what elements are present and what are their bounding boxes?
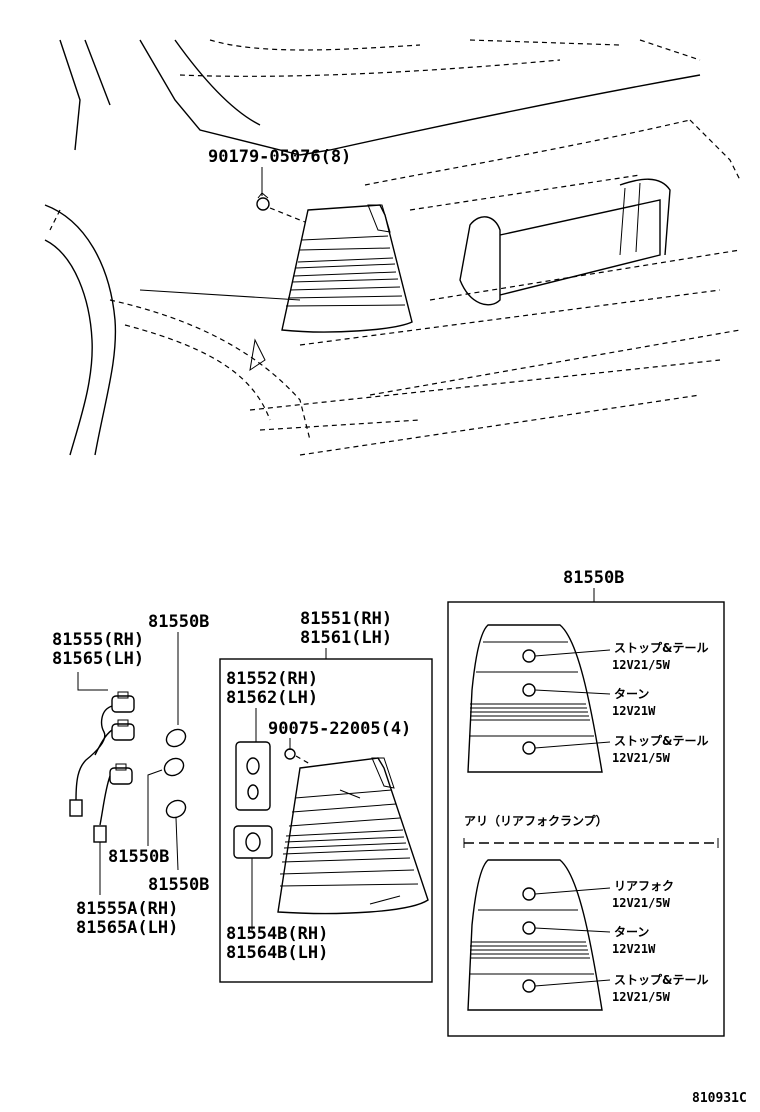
lens-rh-label: 81551(RH) bbox=[300, 609, 392, 629]
bulb-bot-label: 81550B bbox=[148, 875, 209, 895]
bulb-spec-box bbox=[447, 601, 725, 1037]
leader-l1 bbox=[534, 887, 611, 895]
nut-leader-top bbox=[269, 207, 306, 223]
wire-rh-label: 81555A(RH) bbox=[76, 899, 178, 919]
nut-lens-icon bbox=[284, 748, 296, 760]
bulb-lower-icon bbox=[165, 799, 187, 819]
nut-top-label: 90179-05076(8) bbox=[208, 147, 351, 167]
connector-wire-icon bbox=[93, 825, 107, 843]
lens-icon bbox=[277, 757, 429, 915]
socket-wire-harness bbox=[69, 672, 135, 895]
leader-l3 bbox=[534, 979, 611, 987]
bulb-upper-icon bbox=[165, 728, 187, 748]
tail-lamp-on-car bbox=[281, 204, 413, 333]
socket-upper-icon bbox=[111, 691, 135, 713]
bulb-position-stop-tail-bottom-icon bbox=[522, 979, 536, 993]
bulb-position-turn-lower-icon bbox=[522, 921, 536, 935]
spec-lower-name-2: ターン bbox=[614, 925, 649, 939]
bulb-bot-leader bbox=[175, 817, 179, 871]
spec-lower-caption: アリ（リアフォクランプ） bbox=[464, 813, 608, 828]
leader-u1 bbox=[534, 649, 611, 657]
spec-upper-name-2: ターン bbox=[614, 687, 649, 701]
pad-lh-label: 81564B(LH) bbox=[226, 943, 328, 963]
spec-upper-value-3: 12V21/5W bbox=[612, 751, 671, 765]
bulb-position-turn-upper-icon bbox=[522, 683, 536, 697]
spec-lower-value-3: 12V21/5W bbox=[612, 990, 671, 1004]
socket-lower-icon bbox=[109, 763, 133, 785]
bulb-position-rear-fog-icon bbox=[522, 887, 536, 901]
spec-lower-value-2: 12V21W bbox=[612, 942, 656, 956]
spec-lower-name-1: リアフォク bbox=[614, 879, 674, 893]
nut-lens-dash bbox=[295, 755, 311, 765]
car-body-illustration bbox=[44, 39, 741, 456]
socket-middle-icon bbox=[111, 719, 135, 741]
spec-upper-name-3: ストップ&テール bbox=[614, 733, 708, 748]
spec-lower-name-3: ストップ&テール bbox=[614, 972, 708, 987]
spec-upper-name-1: ストップ&テール bbox=[614, 640, 708, 655]
bulb-mid-label: 81550B bbox=[108, 847, 169, 867]
bulb-position-stop-tail-upper-icon bbox=[522, 649, 536, 663]
socket-rh-label: 81555(RH) bbox=[52, 630, 144, 650]
leader-l2 bbox=[534, 927, 611, 933]
pad-rh-label: 81554B(RH) bbox=[226, 924, 328, 944]
spec-upper-value-1: 12V21/5W bbox=[612, 658, 671, 672]
assy-header-label: 81550B bbox=[563, 568, 624, 588]
pad-icon bbox=[233, 825, 273, 859]
bulb-position-stop-tail-lower-icon bbox=[522, 741, 536, 755]
bulb-mid-leader bbox=[147, 769, 163, 846]
gasket-rh-label: 81552(RH) bbox=[226, 669, 318, 689]
gasket-lh-label: 81562(LH) bbox=[226, 688, 318, 708]
lens-lh-label: 81561(LH) bbox=[300, 628, 392, 648]
bulb-top-label: 81550B bbox=[148, 612, 209, 632]
wire-lh-label: 81565A(LH) bbox=[76, 918, 178, 938]
gasket-icon bbox=[235, 741, 271, 811]
connector-icon bbox=[69, 799, 83, 817]
spec-lamp-lower bbox=[467, 859, 603, 1011]
nut-icon-top bbox=[256, 192, 270, 211]
lens-assembly-box bbox=[219, 658, 433, 983]
diagram-reference-number: 810931C bbox=[692, 1091, 747, 1106]
spec-upper-value-2: 12V21W bbox=[612, 704, 656, 718]
socket-lh-label: 81565(LH) bbox=[52, 649, 144, 669]
leader-u3 bbox=[534, 741, 611, 749]
leader-u2 bbox=[534, 689, 611, 695]
nut-lens-label: 90075-22005(4) bbox=[268, 719, 411, 739]
bulb-middle-icon bbox=[163, 757, 185, 777]
spec-lamp-upper bbox=[467, 624, 603, 773]
spec-lower-value-1: 12V21/5W bbox=[612, 896, 671, 910]
